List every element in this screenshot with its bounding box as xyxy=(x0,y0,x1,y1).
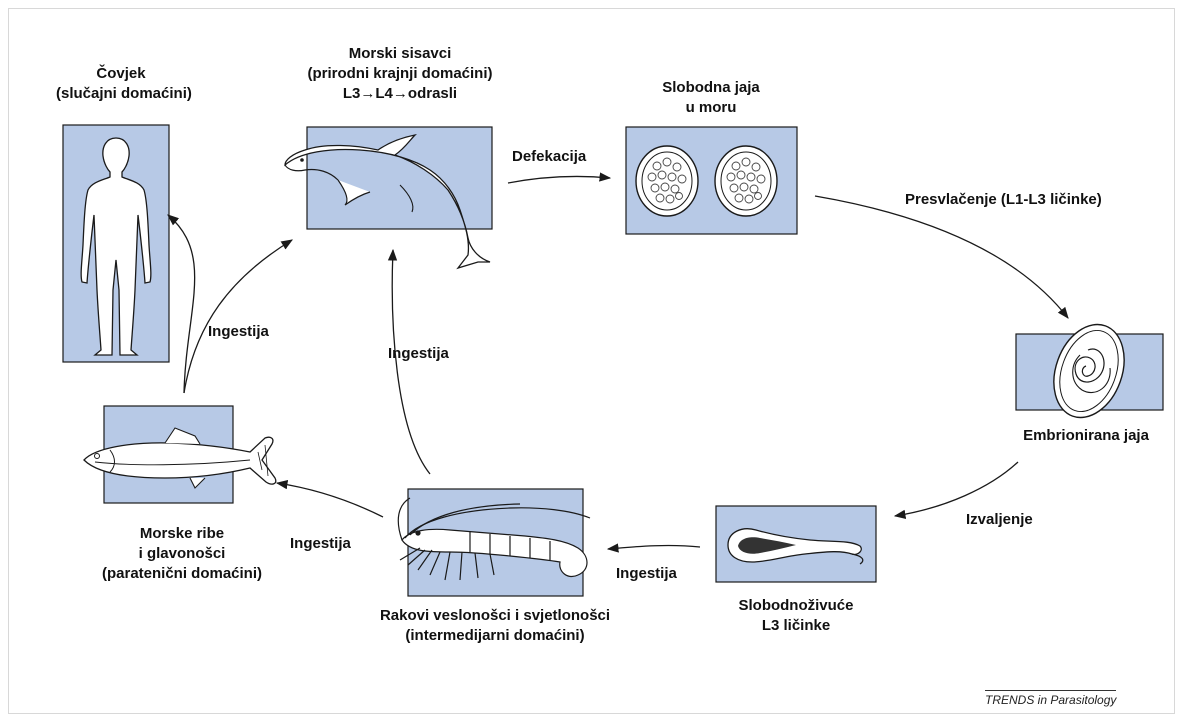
arrow-hatching xyxy=(895,462,1018,516)
label-hatching: Izvaljenje xyxy=(966,510,1033,530)
larvae-label: Slobodnoživuće L3 ličinke xyxy=(706,596,886,636)
arrow-ingestion-fish-human xyxy=(168,215,195,393)
larvae-label-line2: L3 ličinke xyxy=(706,616,886,636)
arrow-molting xyxy=(815,196,1068,318)
label-ingestion-larvae: Ingestija xyxy=(616,564,677,584)
eggs-label-line1: Slobodna jaja xyxy=(631,78,791,98)
human-label-line1: Čovjek xyxy=(56,64,186,84)
mammals-label-line2: (prirodni krajnji domaćini) xyxy=(290,64,510,84)
human-label-line2: (slučajni domaćini) xyxy=(56,84,186,104)
fish-label-line2: i glavonošci xyxy=(72,544,292,564)
arrow-defecation xyxy=(508,176,610,183)
embryonated-label-line1: Embrionirana jaja xyxy=(1006,426,1166,446)
mammals-label: Morski sisavci (prirodni krajnji domaćin… xyxy=(290,44,510,104)
embryonated-label: Embrionirana jaja xyxy=(1006,426,1166,446)
source-credit: TRENDS in Parasitology xyxy=(985,690,1116,707)
label-ingestion-crust-mammal: Ingestija xyxy=(388,344,449,364)
eggs-label-line2: u moru xyxy=(631,98,791,118)
human-label: Čovjek (slučajni domaćini) xyxy=(56,64,186,104)
larvae-label-line1: Slobodnoživuće xyxy=(706,596,886,616)
crustaceans-label: Rakovi veslonošci i svjetlonošci (interm… xyxy=(335,606,655,646)
mammals-label-line3: L3→L4→odrasli xyxy=(290,84,510,104)
fish-label-line1: Morske ribe xyxy=(72,524,292,544)
mammals-label-line1: Morski sisavci xyxy=(290,44,510,64)
label-ingestion-fish-mammal: Ingestija xyxy=(208,322,269,342)
crustaceans-label-line2: (intermedijarni domaćini) xyxy=(335,626,655,646)
eggs-label: Slobodna jaja u moru xyxy=(631,78,791,118)
fish-label: Morske ribe i glavonošci (paratenični do… xyxy=(72,524,292,584)
label-molting: Presvlačenje (L1-L3 ličinke) xyxy=(905,190,1102,210)
arrow-ingestion-larvae xyxy=(608,546,700,549)
label-ingestion-crust-fish: Ingestija xyxy=(290,534,351,554)
label-defecation: Defekacija xyxy=(512,147,586,167)
fish-label-line3: (paratenični domaćini) xyxy=(72,564,292,584)
crustaceans-label-line1: Rakovi veslonošci i svjetlonošci xyxy=(335,606,655,626)
arrow-ingestion-fish-mammal xyxy=(184,240,292,393)
arrow-ingestion-crust-fish xyxy=(277,483,383,517)
